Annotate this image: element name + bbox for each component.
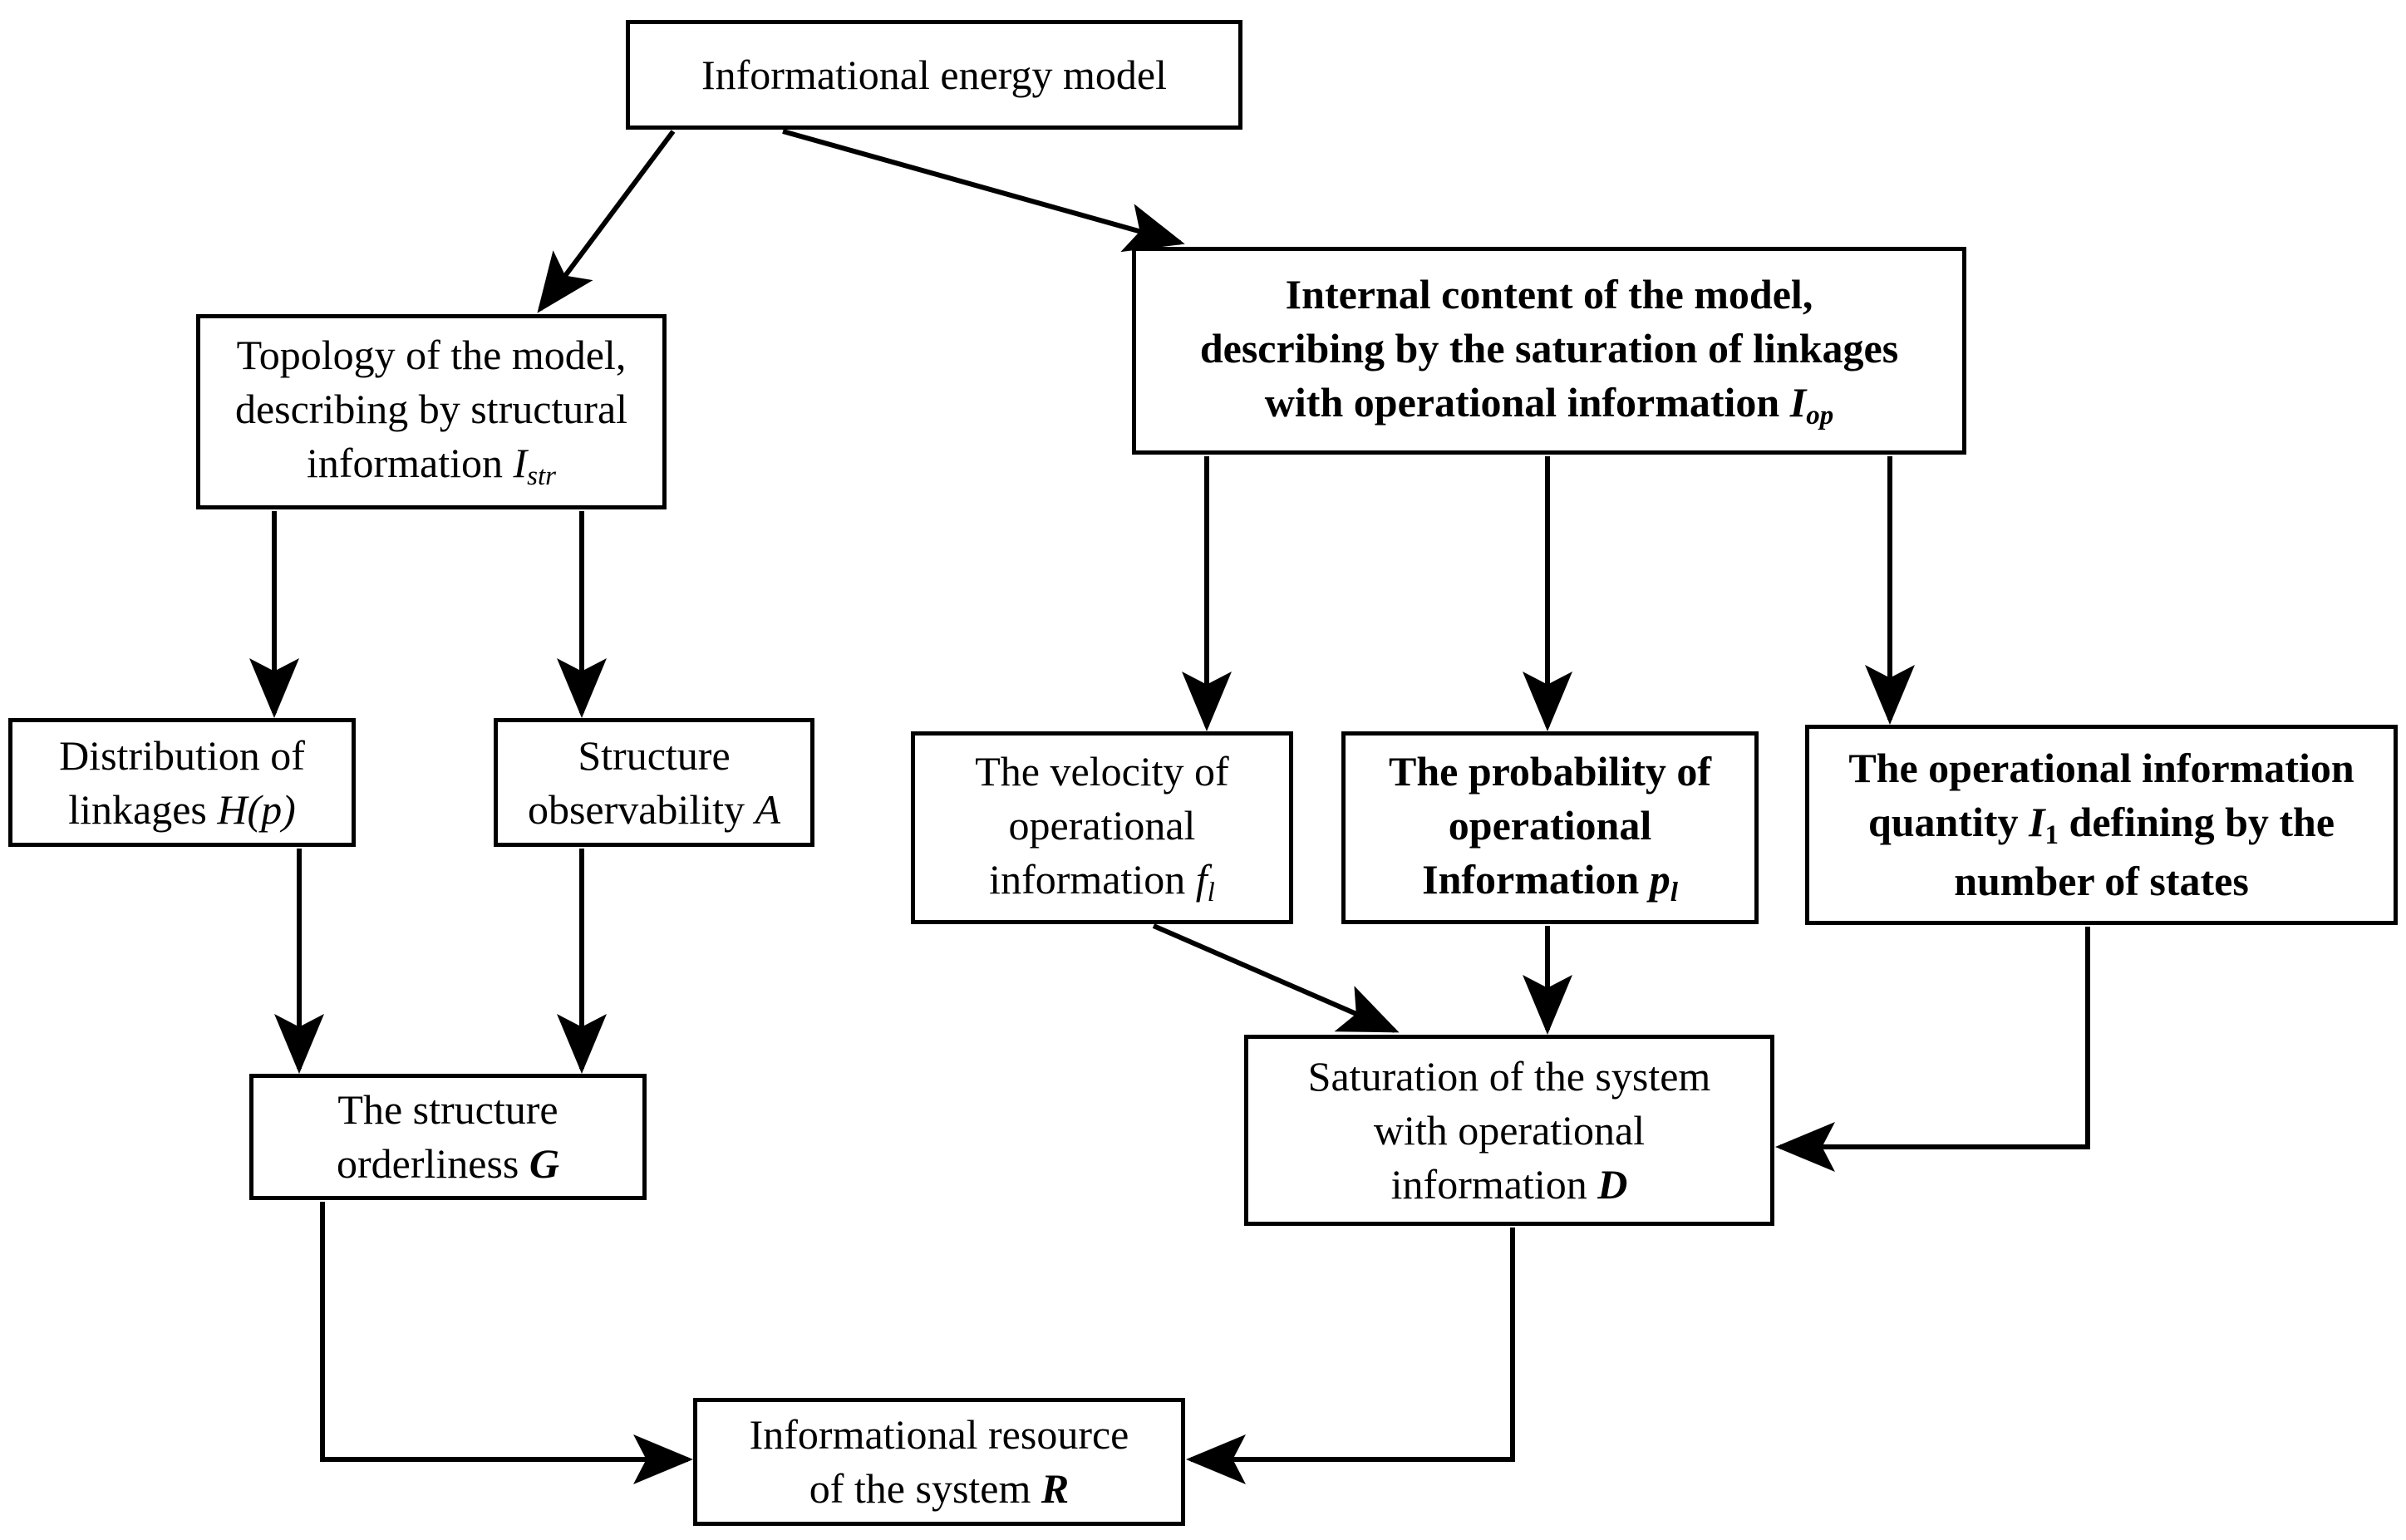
edge-root-to-internal — [782, 129, 1185, 253]
node-label: Topology of the model,describing by stru… — [234, 332, 628, 492]
node-label: Informational energy model — [701, 51, 1167, 98]
node-topology-of-the-model[interactable]: Topology of the model,describing by stru… — [196, 314, 667, 509]
node-informational-energy-model[interactable]: Informational energy model — [626, 20, 1242, 130]
edge-saturation-to-resource — [1186, 1228, 1515, 1484]
edge-root-to-topology — [537, 130, 676, 313]
node-internal-content-of-the-model[interactable]: Internal content of the model,describing… — [1132, 247, 1966, 455]
edge-velocity-to-saturation — [1152, 923, 1400, 1033]
edge-quantity-to-saturation — [1775, 927, 2090, 1172]
edge-orderliness-to-resource — [320, 1202, 693, 1484]
node-label: Internal content of the model,describing… — [1199, 270, 1899, 431]
